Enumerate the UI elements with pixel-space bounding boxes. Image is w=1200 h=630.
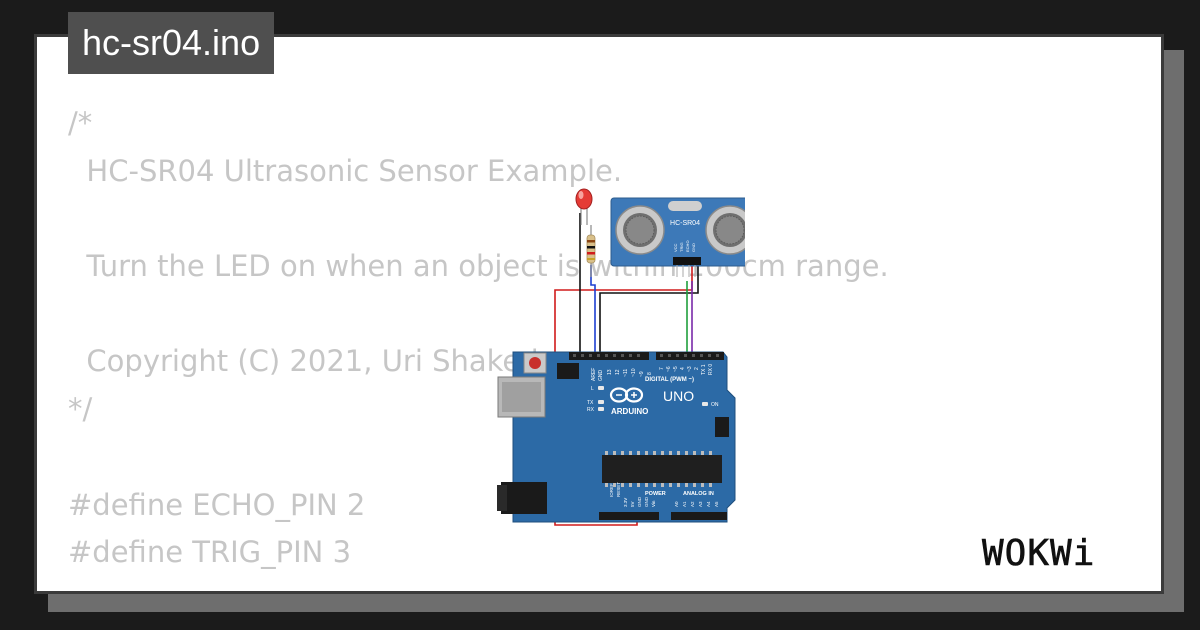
pin-label: 2: [694, 367, 700, 370]
pin-label: AREF: [591, 368, 597, 381]
microcontroller-chip: [602, 451, 722, 487]
analog-pin-label: A2: [690, 501, 695, 507]
code-line: #define ECHO_PIN 2: [68, 487, 366, 522]
power-label: POWER: [645, 491, 666, 497]
sensor-label: HC-SR04: [670, 220, 700, 227]
pin-label: 13: [607, 369, 613, 375]
power-pin-label: IOREF: [609, 483, 614, 497]
arduino-uno-board: AREF GND 13 12 ~11 ~10 ~9 8 7 ~6 ~5 4 ~3…: [497, 351, 736, 523]
code-line: HC-SR04 Ultrasonic Sensor Example.: [68, 153, 623, 188]
led-label: RX: [587, 407, 595, 413]
analog-label: ANALOG IN: [683, 491, 714, 497]
wokwi-logo-text: WOKWi: [982, 533, 1095, 574]
wire-black-sensor: [599, 265, 699, 353]
led-label: L: [591, 386, 594, 392]
power-pin-label: GND: [644, 496, 649, 507]
sensor-pin-label: VCC: [673, 243, 678, 252]
code-preview: /* HC-SR04 Ultrasonic Sensor Example. Tu…: [68, 100, 1068, 577]
on-label: ON: [711, 402, 719, 408]
board-brand: ARDUINO: [611, 407, 648, 416]
analog-pin-label: A4: [706, 501, 711, 507]
board-model: UNO: [663, 388, 694, 404]
pin-label: GND: [598, 370, 604, 382]
wire-blue: [590, 265, 596, 353]
power-pin-label: 3.3V: [623, 498, 628, 507]
analog-pin-label: A5: [714, 501, 719, 507]
code-line: */: [68, 392, 93, 427]
arduino-logo: UNO ARDUINO: [609, 387, 694, 416]
pin-label: RX 0: [708, 364, 714, 375]
pin-label: 7: [659, 367, 665, 370]
code-line: #define TRIG_PIN 3: [68, 535, 352, 570]
resistor: [586, 225, 596, 277]
sensor-pin-label: ECHO: [685, 240, 690, 252]
pin-label: 4: [680, 367, 686, 370]
pin-label: ~9: [639, 371, 645, 377]
code-line: /*: [68, 106, 93, 140]
power-pin-label: RESET: [616, 482, 621, 497]
onboard-leds: L TX RX ON: [587, 386, 719, 413]
hc-sr04-sensor: HC-SR04 VCC TRIG ECHO GND: [610, 197, 745, 277]
power-pin-label: Vin: [651, 500, 656, 507]
pin-label: 8: [647, 372, 653, 375]
project-title: hc-sr04.ino: [68, 12, 275, 74]
analog-pin-label: A3: [698, 501, 703, 507]
code-line: Turn the LED on when an object is within…: [68, 249, 889, 284]
led-label: TX: [587, 400, 594, 406]
pin-label: ~5: [673, 366, 679, 372]
pin-label: ~11: [623, 369, 629, 377]
sensor-pin-label: TRIG: [679, 242, 684, 252]
pin-label: ~6: [666, 366, 672, 372]
led: [575, 188, 593, 225]
analog-pin-label: A1: [682, 501, 687, 507]
pin-label: ~3: [687, 366, 693, 372]
code-line: Copyright (C) 2021, Uri Shaked: [68, 344, 539, 379]
power-pin-label: 5V: [630, 501, 635, 507]
analog-pin-label: A0: [674, 501, 679, 507]
sensor-pin-label: GND: [691, 243, 696, 252]
power-pin-label: GND: [637, 496, 642, 507]
digital-label: DIGITAL (PWM ~): [645, 377, 694, 383]
pin-label: TX 1: [701, 364, 707, 375]
circuit-diagram: HC-SR04 VCC TRIG ECHO GND: [497, 188, 745, 526]
pin-label: ~10: [631, 368, 637, 377]
wokwi-logo: WOKWi: [982, 533, 1095, 575]
pin-label: 12: [615, 369, 621, 375]
